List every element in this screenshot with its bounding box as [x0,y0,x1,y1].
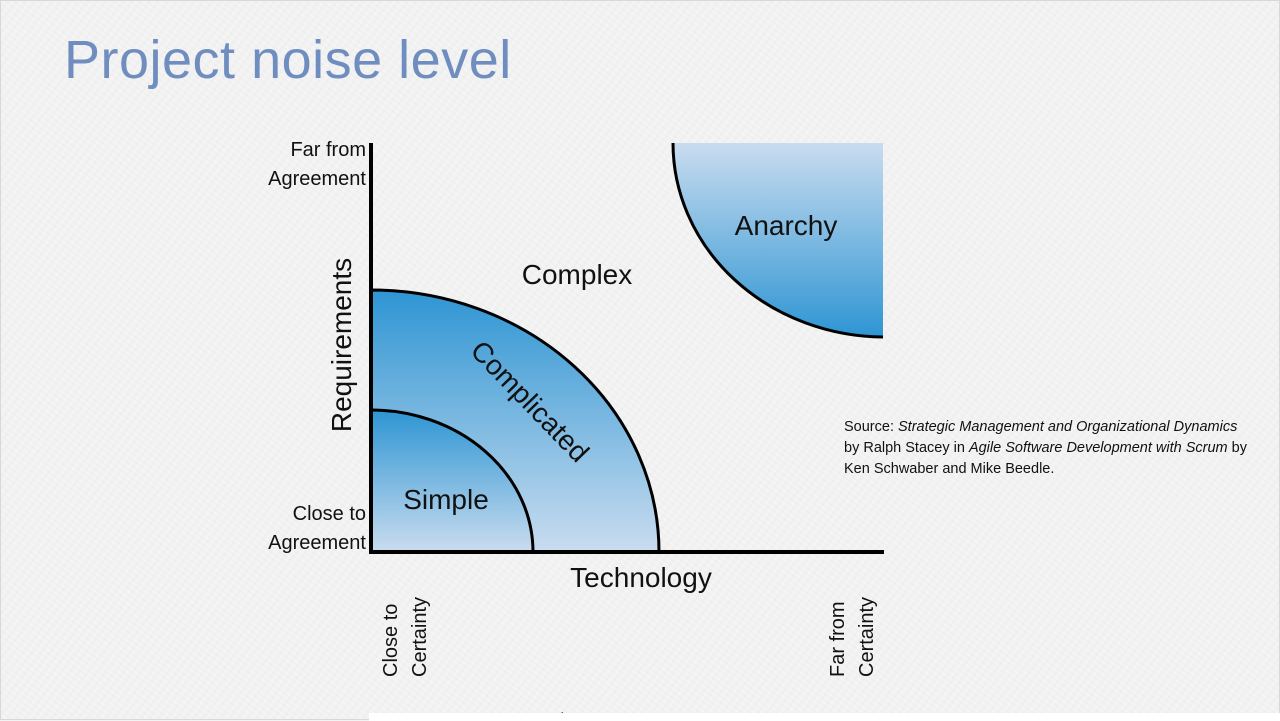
source-citation: Source: Strategic Management and Organiz… [844,419,1247,477]
x-axis-right-label: Far from Certainty [827,596,878,677]
y-axis-title: Requirements [326,257,357,433]
y-axis-top-label: Far from Agreement [268,139,366,190]
page-title: Project noise level [64,30,512,90]
y-axis-bottom-label: Close to Agreement [268,503,366,554]
x-axis-title: Technology [570,562,712,593]
anarchy-label: Anarchy [735,210,838,241]
x-axis-left-label: Close to Certainty [380,596,431,677]
bottom-strip [369,713,1280,721]
simple-region [369,408,535,554]
complex-label: Complex [522,259,632,290]
simple-label: Simple [403,484,489,515]
anarchy-region [673,143,883,337]
